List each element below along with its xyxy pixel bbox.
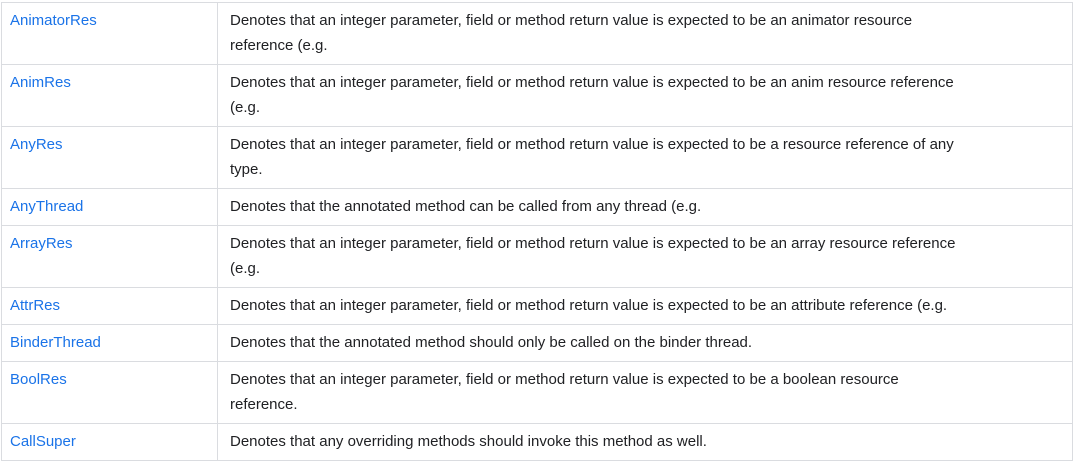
- annotation-name-cell: BoolRes: [1, 361, 218, 424]
- annotation-link[interactable]: AnimatorRes: [10, 12, 97, 29]
- table-row: AnimatorRes Denotes that an integer para…: [1, 2, 1073, 65]
- annotation-name-cell: BinderThread: [1, 324, 218, 362]
- annotation-name-cell: AnimatorRes: [1, 2, 218, 65]
- annotation-link[interactable]: CallSuper: [10, 433, 76, 450]
- annotation-name-cell: AnyThread: [1, 188, 218, 226]
- annotation-link[interactable]: BinderThread: [10, 334, 101, 351]
- table-row: AttrRes Denotes that an integer paramete…: [1, 287, 1073, 325]
- table-row: CallSuper Denotes that any overriding me…: [1, 423, 1073, 461]
- annotation-name-cell: AttrRes: [1, 287, 218, 325]
- annotation-description: Denotes that an integer parameter, field…: [217, 126, 1073, 189]
- table-row: AnimRes Denotes that an integer paramete…: [1, 64, 1073, 127]
- annotation-link[interactable]: ArrayRes: [10, 235, 73, 252]
- table-row: ArrayRes Denotes that an integer paramet…: [1, 225, 1073, 288]
- annotation-description: Denotes that an integer parameter, field…: [217, 287, 1073, 325]
- annotation-name-cell: AnyRes: [1, 126, 218, 189]
- annotation-name-cell: ArrayRes: [1, 225, 218, 288]
- table-row: BinderThread Denotes that the annotated …: [1, 324, 1073, 362]
- table-row: AnyThread Denotes that the annotated met…: [1, 188, 1073, 226]
- annotation-link[interactable]: AnimRes: [10, 74, 71, 91]
- annotation-description: Denotes that an integer parameter, field…: [217, 361, 1073, 424]
- annotation-link[interactable]: BoolRes: [10, 371, 67, 388]
- annotation-name-cell: CallSuper: [1, 423, 218, 461]
- annotation-description: Denotes that any overriding methods shou…: [217, 423, 1073, 461]
- annotation-description: Denotes that the annotated method can be…: [217, 188, 1073, 226]
- annotation-description: Denotes that an integer parameter, field…: [217, 64, 1073, 127]
- annotation-link[interactable]: AttrRes: [10, 297, 61, 314]
- annotation-description: Denotes that an integer parameter, field…: [217, 2, 1073, 65]
- annotation-name-cell: AnimRes: [1, 64, 218, 127]
- annotation-link[interactable]: AnyRes: [10, 136, 63, 153]
- table-row: BoolRes Denotes that an integer paramete…: [1, 361, 1073, 424]
- annotation-description: Denotes that the annotated method should…: [217, 324, 1073, 362]
- table-row: AnyRes Denotes that an integer parameter…: [1, 126, 1073, 189]
- annotation-description: Denotes that an integer parameter, field…: [217, 225, 1073, 288]
- annotation-link[interactable]: AnyThread: [10, 198, 84, 215]
